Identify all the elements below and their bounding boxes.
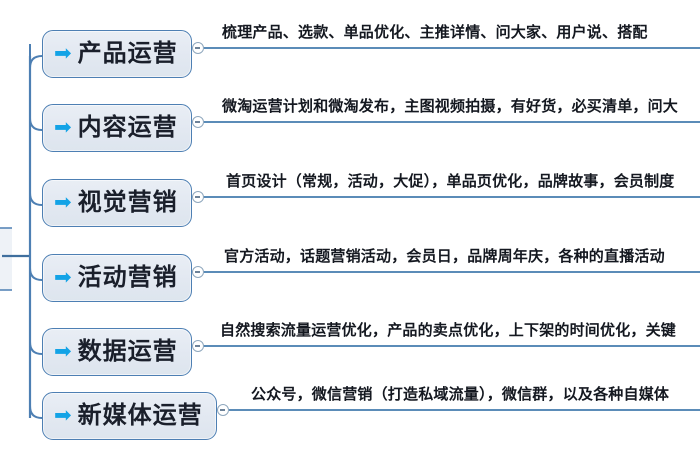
description-underline [224, 271, 700, 273]
node-label: 视觉营销 [77, 188, 178, 216]
node-label: 新媒体运营 [77, 401, 203, 429]
branch-row-6: ➡ 新媒体运营 公众号，微信营销（打造私域流量），微信群，以及各种自媒体 [0, 384, 700, 454]
description-text: 微淘运营计划和微淘发布，主图视频拍摄，有好货，必买清单，问大 [222, 97, 679, 115]
node-label: 产品运营 [77, 39, 178, 67]
description-text: 官方活动，话题营销活动，会员日，品牌周年庆，各种的直播活动 [224, 247, 665, 265]
description-underline [222, 47, 700, 49]
description-underline [222, 121, 700, 123]
lead-line-4 [204, 271, 224, 273]
branch-row-5: ➡ 数据运营 自然搜索流量运营优化，产品的卖点优化，上下架的时间优化，关键 [0, 320, 700, 390]
lead-line-6 [229, 409, 251, 411]
node-label: 数据运营 [77, 337, 178, 365]
right-arrow-icon: ➡ [54, 189, 72, 214]
lead-line-3 [204, 196, 226, 198]
node-label: 活动营销 [77, 263, 178, 291]
description-text: 首页设计（常规，活动，大促），单品页优化，品牌故事，会员制度 [226, 172, 675, 190]
collapse-toggle-6[interactable] [217, 404, 229, 416]
node-label: 内容运营 [77, 113, 178, 141]
description-4: 官方活动，话题营销活动，会员日，品牌周年庆，各种的直播活动 [224, 246, 700, 302]
branch-row-2: ➡ 内容运营 微淘运营计划和微淘发布，主图视频拍摄，有好货，必买清单，问大 [0, 96, 700, 166]
lead-line-1 [204, 47, 222, 49]
branch-row-1: ➡ 产品运营 梳理产品、选款、单品优化、主推详情、问大家、用户说、搭配 [0, 22, 700, 92]
description-underline [251, 409, 700, 411]
description-text: 梳理产品、选款、单品优化、主推详情、问大家、用户说、搭配 [222, 23, 648, 41]
node-visual-marketing[interactable]: ➡ 视觉营销 [42, 179, 192, 227]
collapse-toggle-2[interactable] [192, 116, 204, 128]
description-text: 自然搜索流量运营优化，产品的卖点优化，上下架的时间优化，关键 [220, 321, 677, 339]
node-content-operations[interactable]: ➡ 内容运营 [42, 104, 192, 152]
description-1: 梳理产品、选款、单品优化、主推详情、问大家、用户说、搭配 [222, 22, 700, 78]
branch-row-4: ➡ 活动营销 官方活动，话题营销活动，会员日，品牌周年庆，各种的直播活动 [0, 246, 700, 316]
collapse-toggle-1[interactable] [192, 42, 204, 54]
description-underline [220, 345, 700, 347]
node-product-operations[interactable]: ➡ 产品运营 [42, 30, 192, 78]
collapse-toggle-4[interactable] [192, 266, 204, 278]
node-campaign-marketing[interactable]: ➡ 活动营销 [42, 254, 192, 302]
collapse-toggle-3[interactable] [192, 191, 204, 203]
description-2: 微淘运营计划和微淘发布，主图视频拍摄，有好货，必买清单，问大 [222, 96, 700, 152]
right-arrow-icon: ➡ [54, 114, 72, 139]
node-data-operations[interactable]: ➡ 数据运营 [42, 328, 192, 376]
description-6: 公众号，微信营销（打造私域流量），微信群，以及各种自媒体 [251, 384, 700, 440]
lead-line-2 [204, 121, 222, 123]
right-arrow-icon: ➡ [54, 338, 72, 363]
lead-line-5 [204, 345, 220, 347]
right-arrow-icon: ➡ [54, 264, 72, 289]
right-arrow-icon: ➡ [54, 402, 72, 427]
branch-row-3: ➡ 视觉营销 首页设计（常规，活动，大促），单品页优化，品牌故事，会员制度 [0, 171, 700, 241]
right-arrow-icon: ➡ [54, 40, 72, 65]
description-text: 公众号，微信营销（打造私域流量），微信群，以及各种自媒体 [251, 385, 670, 403]
description-5: 自然搜索流量运营优化，产品的卖点优化，上下架的时间优化，关键 [220, 320, 700, 376]
description-underline [226, 196, 700, 198]
collapse-toggle-5[interactable] [192, 340, 204, 352]
description-3: 首页设计（常规，活动，大促），单品页优化，品牌故事，会员制度 [226, 171, 700, 227]
node-new-media-operations[interactable]: ➡ 新媒体运营 [42, 392, 217, 440]
